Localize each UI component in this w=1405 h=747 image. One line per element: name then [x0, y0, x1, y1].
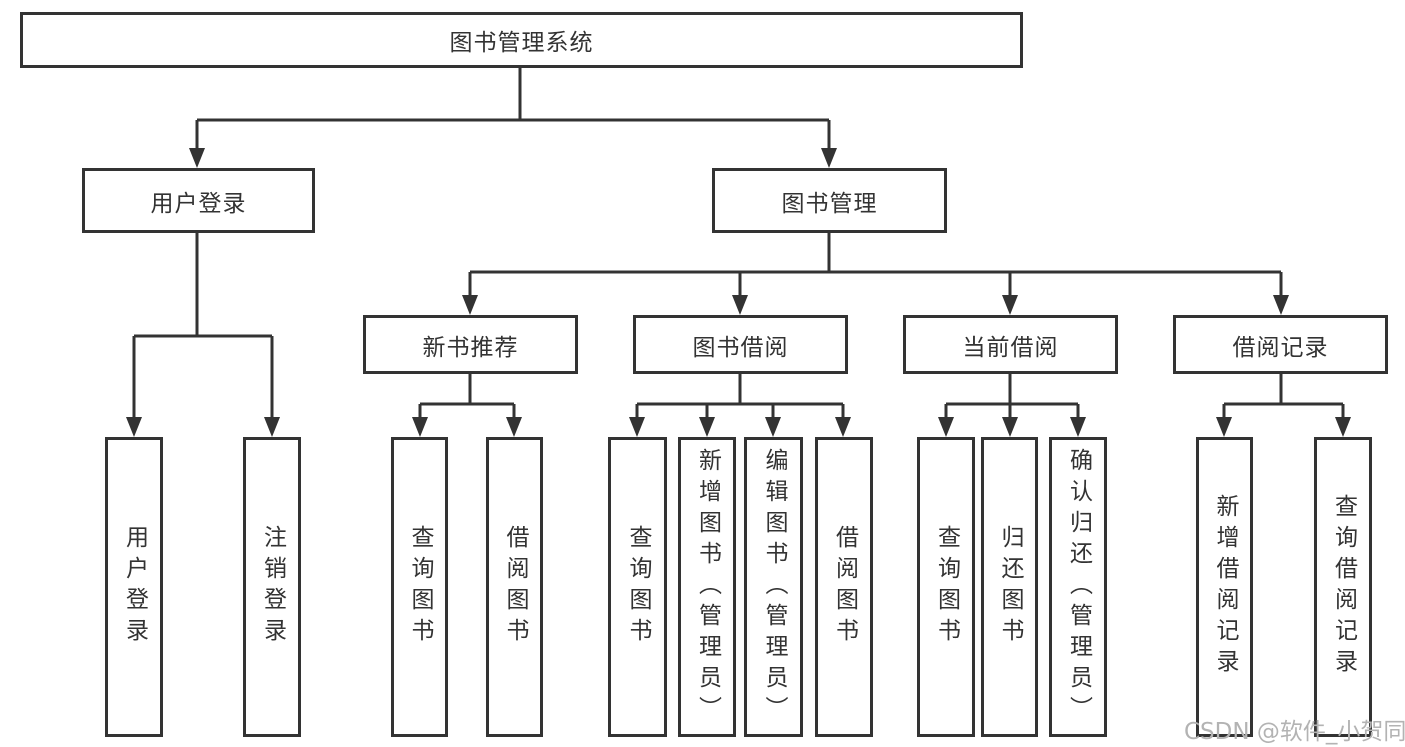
leaf-br-query-record: 查询借阅记录 — [1314, 437, 1372, 737]
node-book-borrowing-label: 图书借阅 — [692, 334, 789, 361]
node-current-borrowing-label: 当前借阅 — [962, 334, 1059, 361]
leaf-br-add-record: 新增借阅记录 — [1196, 437, 1253, 737]
leaf-nb-borrow-book: 借阅图书 — [486, 437, 543, 737]
leaf-nb-query-book: 查询图书 — [391, 437, 448, 737]
leaf-bb-edit-book-admin: 编辑图书（管理员） — [744, 437, 803, 737]
node-new-book-recommend: 新书推荐 — [363, 315, 578, 374]
node-book-management-label: 图书管理 — [781, 190, 878, 217]
node-borrowing-records: 借阅记录 — [1173, 315, 1388, 374]
node-borrowing-records-label: 借阅记录 — [1232, 334, 1329, 361]
leaf-bb-edit-book-admin-label: 编辑图书（管理员） — [761, 447, 787, 727]
connector-book-management-to-level3 — [462, 233, 1289, 315]
node-user-login-label: 用户登录 — [150, 190, 247, 217]
leaf-bb-add-book-admin-label: 新增图书（管理员） — [694, 447, 721, 727]
leaf-cb-confirm-return-admin-label: 确认归还（管理员） — [1065, 447, 1092, 727]
leaf-user-login: 用户登录 — [105, 437, 163, 737]
leaf-nb-borrow-book-label: 借阅图书 — [502, 525, 528, 649]
leaf-cb-confirm-return-admin: 确认归还（管理员） — [1049, 437, 1107, 737]
node-root: 图书管理系统 — [20, 12, 1023, 68]
leaf-cb-return-book: 归还图书 — [981, 437, 1038, 737]
node-book-borrowing: 图书借阅 — [633, 315, 848, 374]
leaf-cb-query-book-label: 查询图书 — [933, 525, 960, 649]
leaf-br-query-record-label: 查询借阅记录 — [1330, 494, 1357, 680]
node-book-management: 图书管理 — [712, 168, 947, 233]
leaf-cb-query-book: 查询图书 — [917, 437, 975, 737]
leaf-logout-label: 注销登录 — [259, 525, 286, 649]
node-new-book-recommend-label: 新书推荐 — [422, 334, 519, 361]
leaf-bb-borrow-book-label: 借阅图书 — [831, 525, 858, 649]
connector-borrowing-records-to-leaves — [1216, 374, 1351, 437]
leaf-nb-query-book-label: 查询图书 — [407, 525, 433, 649]
leaf-logout: 注销登录 — [243, 437, 301, 737]
connector-user-login-to-leaves — [126, 233, 280, 437]
leaf-cb-return-book-label: 归还图书 — [997, 525, 1023, 649]
node-current-borrowing: 当前借阅 — [903, 315, 1118, 374]
leaf-bb-query-book-label: 查询图书 — [625, 525, 651, 649]
node-user-login: 用户登录 — [82, 168, 315, 233]
connector-current-borrowing-to-leaves — [938, 374, 1086, 437]
connector-root-to-level1 — [189, 68, 837, 168]
node-root-label: 图书管理系统 — [449, 30, 594, 56]
watermark-text: CSDN @软件_小贺同学 — [1184, 719, 1405, 745]
connector-book-borrowing-to-leaves — [629, 374, 851, 437]
leaf-bb-query-book: 查询图书 — [608, 437, 667, 737]
connector-new-book-recommend-to-leaves — [412, 374, 522, 437]
leaf-bb-add-book-admin: 新增图书（管理员） — [678, 437, 736, 737]
leaf-bb-borrow-book: 借阅图书 — [815, 437, 873, 737]
leaf-br-add-record-label: 新增借阅记录 — [1212, 494, 1238, 680]
leaf-user-login-label: 用户登录 — [121, 525, 148, 649]
